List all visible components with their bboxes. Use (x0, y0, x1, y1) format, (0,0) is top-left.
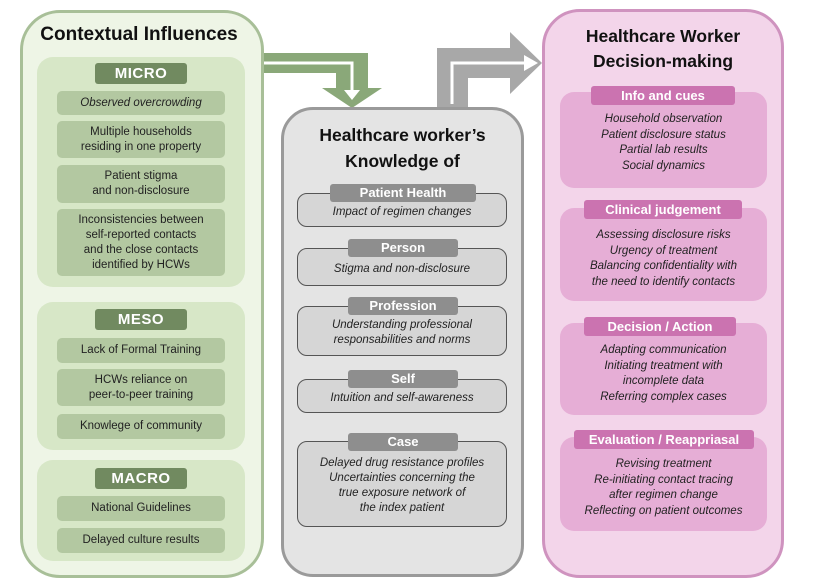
decision-group-info-cues: Household observation Patient disclosure… (560, 92, 767, 188)
decision-making-title: Healthcare Worker Decision-making (585, 26, 741, 71)
knowledge-label-profession: Profession (348, 297, 458, 315)
context-to-knowledge-arrow-highlight (262, 61, 354, 96)
meso-item: Lack of Formal Training (57, 338, 225, 363)
macro-label: MACRO (95, 468, 187, 489)
decision-label-evaluation: Evaluation / Reappriasal (574, 430, 754, 449)
knowledge-to-decision-arrow-highlight (450, 61, 528, 104)
knowledge-to-decision-arrow (437, 32, 542, 108)
knowledge-title: Healthcare worker’s Knowledge of (319, 125, 486, 171)
decision-label-clinical-judgement: Clinical judgement (584, 200, 742, 219)
meso-item: Knowlege of community (57, 414, 225, 439)
knowledge-box-case: Delayed drug resistance profiles Uncerta… (297, 441, 507, 527)
decision-group-clinical-judgement: Assessing disclosure risks Urgency of tr… (560, 208, 767, 301)
knowledge-label-person: Person (348, 239, 458, 257)
micro-label: MICRO (95, 63, 187, 84)
decision-label-decision-action: Decision / Action (584, 317, 736, 336)
knowledge-label-patient-health: Patient Health (330, 184, 476, 202)
macro-item: National Guidelines (57, 496, 225, 521)
micro-item: Multiple households residing in one prop… (57, 121, 225, 158)
micro-item: Patient stigma and non-disclosure (57, 165, 225, 203)
micro-item: Observed overcrowding (57, 91, 225, 115)
knowledge-label-self: Self (348, 370, 458, 388)
meso-item: HCWs reliance on peer-to-peer training (57, 369, 225, 406)
contextual-influences-title: Contextual Influences (40, 24, 238, 45)
macro-item: Delayed culture results (57, 528, 225, 553)
knowledge-box-profession: Understanding professional responsabilit… (297, 306, 507, 356)
micro-item: Inconsistencies between self-reported co… (57, 209, 225, 276)
knowledge-label-case: Case (348, 433, 458, 451)
decision-label-info-cues: Info and cues (591, 86, 735, 105)
decision-group-evaluation: Revising treatment Re-initiating contact… (560, 437, 767, 531)
context-to-knowledge-arrow (262, 53, 382, 108)
decision-group-decision-action: Adapting communication Initiating treatm… (560, 323, 767, 415)
meso-label: MESO (95, 309, 187, 330)
